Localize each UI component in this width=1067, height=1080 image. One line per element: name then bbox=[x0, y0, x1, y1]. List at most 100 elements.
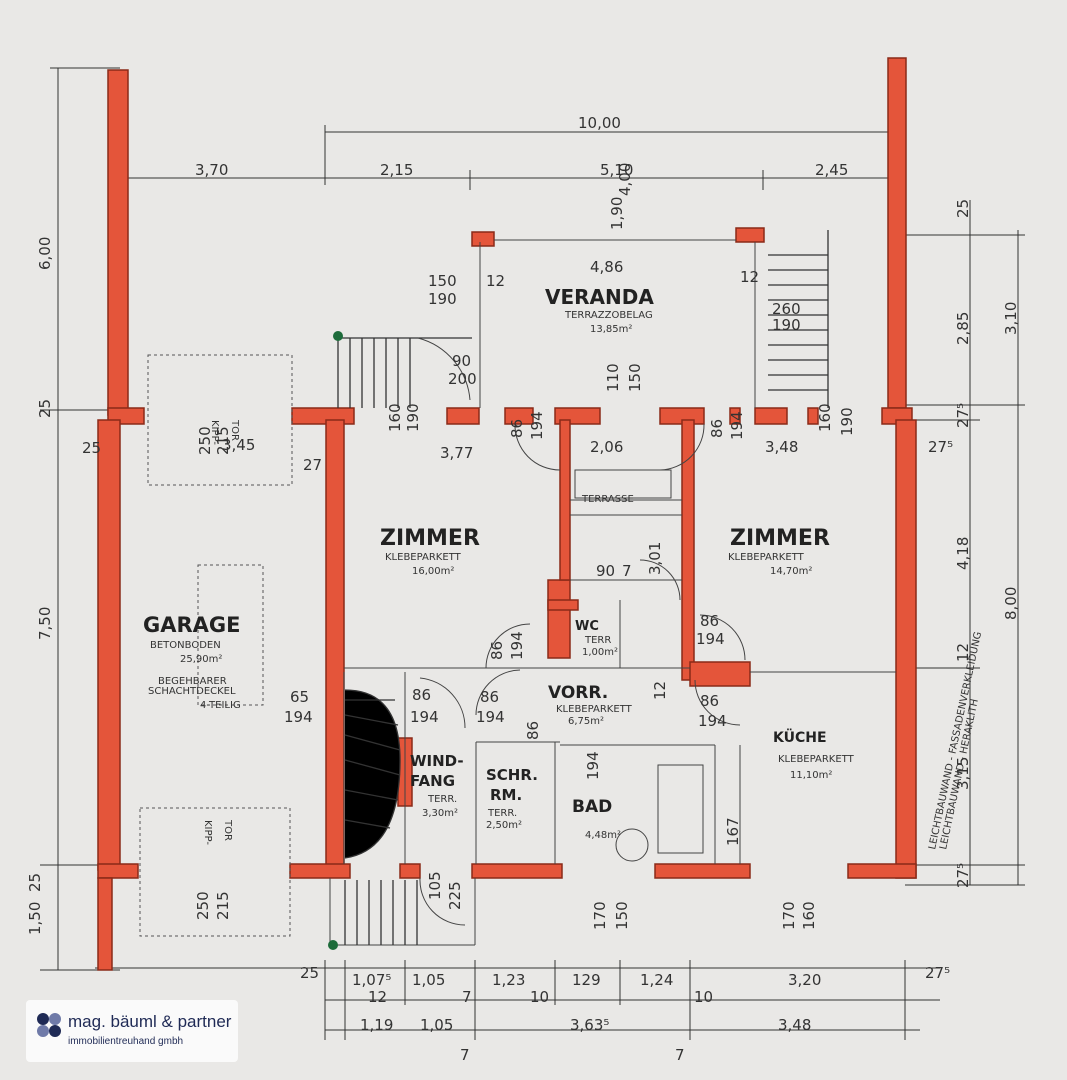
bottom-dimension-lines bbox=[95, 960, 940, 1040]
kueche-area: 11,10m² bbox=[790, 770, 832, 781]
garage-note1: BEGEHBARER bbox=[158, 676, 227, 687]
right-dimension-lines bbox=[905, 200, 1025, 886]
dim-left-25: 25 bbox=[36, 399, 54, 418]
dim-right-315: 3,15 bbox=[954, 757, 972, 790]
door-swings bbox=[417, 337, 746, 926]
windfang-floor: TERR. bbox=[427, 794, 457, 805]
vorr-floor: KLEBEPARKETT bbox=[556, 704, 633, 715]
dim-b3-348: 3,48 bbox=[778, 1016, 811, 1034]
dim-top-total: 10,00 bbox=[578, 114, 621, 132]
windfang-line2: FANG bbox=[410, 772, 455, 790]
dim-b1-275: 27⁵ bbox=[925, 964, 950, 982]
dim-door-90: 90 bbox=[452, 352, 471, 370]
bad-name: BAD bbox=[572, 797, 612, 817]
veranda-width: 4,86 bbox=[590, 258, 623, 276]
zimmer-left-name: ZIMMER bbox=[380, 526, 480, 551]
dim-bot-170b: 170 bbox=[780, 901, 798, 930]
stairs-top bbox=[333, 331, 472, 408]
logo-tagline: immobilientreuhand gmbh bbox=[68, 1036, 184, 1047]
dim-b1-129: 129 bbox=[572, 971, 601, 989]
dim-d194-5: 194 bbox=[698, 712, 727, 730]
dim-row-194b: 194 bbox=[728, 411, 746, 440]
dim-inner-348: 3,48 bbox=[765, 438, 798, 456]
dim-ver-h2: 1,90 bbox=[608, 197, 626, 230]
company-logo: mag. bäuml & partner immobilientreuhand … bbox=[26, 1000, 238, 1062]
dim-b1-25: 25 bbox=[300, 964, 319, 982]
dim-k-167: 167 bbox=[724, 817, 742, 846]
dim-b3-105: 1,05 bbox=[420, 1016, 453, 1034]
dim-bot-250: 250 bbox=[194, 891, 212, 920]
dim-b4-7a: 7 bbox=[460, 1046, 470, 1064]
dim-door-110: 110 bbox=[604, 363, 622, 392]
dim-right-285: 2,85 bbox=[954, 312, 972, 345]
schrm-floor: TERR. bbox=[487, 808, 517, 819]
dim-inner-206: 2,06 bbox=[590, 438, 623, 456]
dim-b1-320: 3,20 bbox=[788, 971, 821, 989]
dim-d194-2: 194 bbox=[508, 631, 526, 660]
dim-bot-150a: 150 bbox=[613, 901, 631, 930]
schrm-line2: RM. bbox=[490, 786, 522, 804]
dim-b3-119: 1,19 bbox=[360, 1016, 393, 1034]
garage-note2: SCHACHTDECKEL bbox=[148, 686, 236, 697]
garage-floor: BETONBODEN bbox=[150, 640, 221, 651]
dim-wc-90: 90 bbox=[596, 562, 615, 580]
dim-row-190a: 190 bbox=[404, 403, 422, 432]
dim-inner-377: 3,77 bbox=[440, 444, 473, 462]
dim-ver-h1: 4,00 bbox=[616, 163, 634, 196]
windfang-area: 3,30m² bbox=[422, 808, 458, 819]
wc-name: WC bbox=[575, 619, 599, 634]
kueche-floor: KLEBEPARKETT bbox=[778, 754, 855, 765]
schrm-line1: SCHR. bbox=[486, 766, 538, 784]
dim-door-150b: 150 bbox=[626, 363, 644, 392]
dim-left-25b: 25 bbox=[26, 873, 44, 892]
zimmer-right-name: ZIMMER bbox=[730, 526, 830, 551]
dim-row-190b: 190 bbox=[838, 407, 856, 436]
dim-right-418: 4,18 bbox=[954, 537, 972, 570]
dim-bot-170a: 170 bbox=[591, 901, 609, 930]
stairs-bottom bbox=[328, 880, 418, 950]
dim-ver-12a: 12 bbox=[486, 272, 505, 290]
veranda-floor: TERRAZZOBELAG bbox=[564, 310, 653, 321]
bad-area: 4,48m² bbox=[585, 830, 621, 841]
dim-b2-12: 12 bbox=[368, 988, 387, 1006]
dim-w-215a: 215 bbox=[214, 426, 232, 455]
kipptor-top-2: TOR bbox=[229, 419, 240, 441]
dim-b2-7: 7 bbox=[462, 988, 472, 1006]
dim-right-275c: 27⁵ bbox=[928, 438, 953, 456]
dim-w-25a: 25 bbox=[82, 439, 101, 457]
dim-b1-105: 1,05 bbox=[412, 971, 445, 989]
stairs-interior-spiral bbox=[344, 689, 401, 859]
dim-b3-363: 3,63⁵ bbox=[570, 1016, 609, 1034]
dim-ver-12b: 12 bbox=[740, 268, 759, 286]
kipptor-top-1: KIPP- bbox=[209, 420, 220, 445]
dim-b1-107: 1,07⁵ bbox=[352, 971, 391, 989]
garage-note3: 4-TEILIG bbox=[200, 700, 241, 711]
dim-top-left: 3,70 bbox=[195, 161, 228, 179]
dim-d86-5: 86 bbox=[700, 692, 719, 710]
left-dimension-lines bbox=[40, 67, 120, 971]
dim-d194-4: 194 bbox=[476, 708, 505, 726]
dim-d86-2: 86 bbox=[488, 641, 506, 660]
dim-row-194a: 194 bbox=[528, 411, 546, 440]
zimmer-left-area: 16,00m² bbox=[412, 566, 454, 577]
dim-d86-3: 86 bbox=[412, 686, 431, 704]
interior-partitions bbox=[139, 239, 896, 946]
dim-row-86b: 86 bbox=[708, 419, 726, 438]
dim-b4-7b: 7 bbox=[675, 1046, 685, 1064]
dim-k-12: 12 bbox=[651, 681, 669, 700]
dim-w-27a: 27 bbox=[303, 456, 322, 474]
dim-bot-160: 160 bbox=[800, 901, 818, 930]
dim-row-160b: 160 bbox=[816, 403, 834, 432]
dim-right-275a: 27⁵ bbox=[954, 403, 972, 428]
dim-d86-1: 86 bbox=[700, 612, 719, 630]
kueche-name: KÜCHE bbox=[773, 728, 827, 746]
dim-wc-7: 7 bbox=[622, 562, 632, 580]
veranda-name: VERANDA bbox=[545, 285, 654, 309]
dim-w-250a: 250 bbox=[196, 426, 214, 455]
dim-door-260: 260 bbox=[772, 300, 801, 318]
dim-b2-10b: 10 bbox=[694, 988, 713, 1006]
dim-d86-6: 86 bbox=[524, 721, 542, 740]
windfang-line1: WIND- bbox=[410, 752, 464, 770]
dim-top-b: 5,10 bbox=[600, 161, 633, 179]
